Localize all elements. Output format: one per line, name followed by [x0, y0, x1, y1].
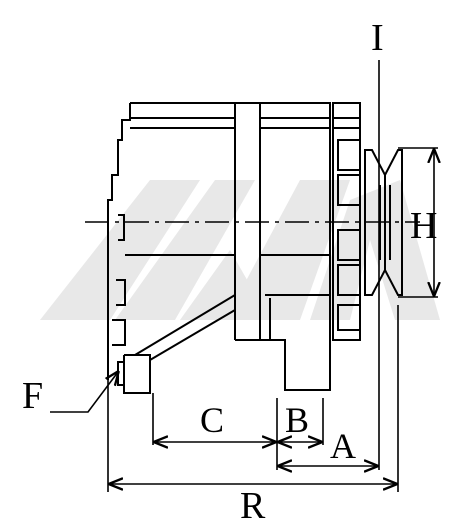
- F-leader: [50, 372, 118, 413]
- label-A: A: [330, 426, 356, 466]
- extension-lines: [107, 60, 438, 492]
- label-H: H: [410, 205, 437, 247]
- label-C: C: [200, 400, 224, 440]
- label-B: B: [285, 400, 309, 440]
- label-R: R: [240, 485, 266, 524]
- watermark-logo: [40, 180, 440, 320]
- dimension-lines: [50, 150, 434, 484]
- alternator-outline: [107, 102, 403, 394]
- label-I: I: [371, 17, 384, 59]
- label-F: F: [22, 375, 43, 417]
